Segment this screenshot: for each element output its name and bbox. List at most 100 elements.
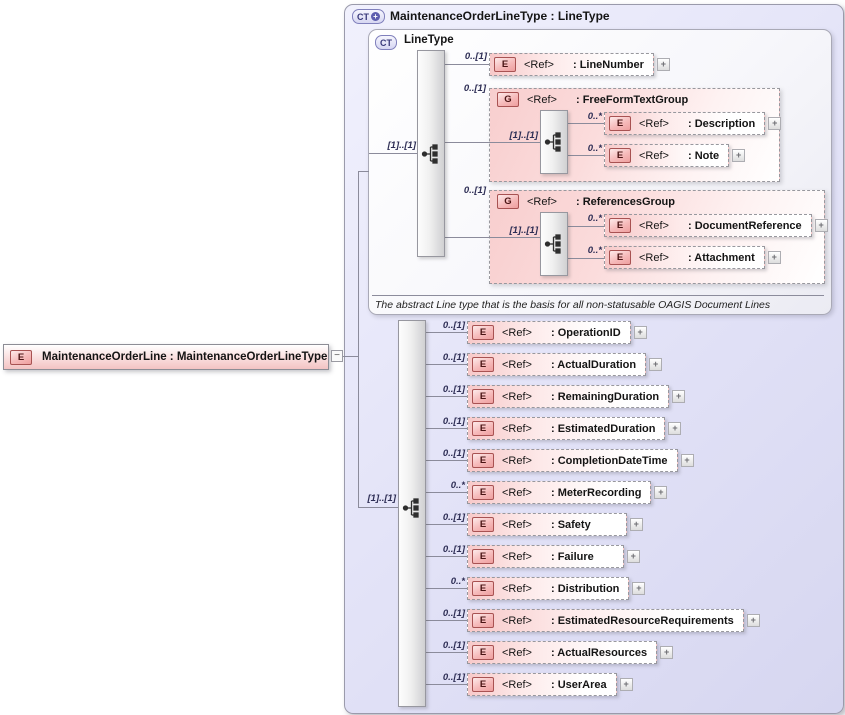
element-box-actualresources[interactable]: E <Ref> : ActualResources [467, 641, 658, 664]
expand-icon[interactable]: + [680, 454, 694, 467]
sequence-compositor[interactable] [540, 212, 568, 276]
ref-label: <Ref> [502, 358, 532, 371]
ref-label: <Ref> [502, 422, 532, 435]
connector-line [358, 171, 369, 172]
expand-icon[interactable]: + [746, 614, 760, 627]
expand-icon[interactable]: + [814, 219, 828, 232]
element-box-failure[interactable]: E <Ref> : Failure [467, 545, 624, 568]
element-row-attachment: E <Ref> : Attachment + [604, 246, 781, 269]
element-row-estimatedduration: E <Ref> : EstimatedDuration + [467, 417, 682, 440]
expand-icon[interactable]: + [633, 326, 647, 339]
element-name: : LineNumber [572, 58, 644, 71]
expand-icon[interactable]: + [732, 149, 746, 162]
element-box-remainingduration[interactable]: E <Ref> : RemainingDuration [467, 385, 670, 408]
ref-label: <Ref> [502, 646, 532, 659]
cardinality-label: 0..[1] [442, 640, 465, 651]
element-badge: E [472, 549, 494, 564]
expand-icon[interactable]: + [767, 251, 781, 264]
element-box-safety[interactable]: E <Ref> : Safety [467, 513, 627, 536]
expand-icon[interactable]: + [632, 582, 646, 595]
expand-icon[interactable]: + [656, 58, 670, 71]
cardinality-label: 0..* [587, 213, 602, 224]
expand-icon[interactable]: + [768, 117, 782, 130]
element-box-linenumber[interactable]: E <Ref> : LineNumber [489, 53, 654, 76]
sequence-compositor[interactable] [398, 320, 426, 707]
element-name: : CompletionDateTime [550, 454, 668, 467]
element-name: : RemainingDuration [550, 390, 660, 403]
root-element-box[interactable]: E MaintenanceOrderLine : MaintenanceOrde… [3, 344, 329, 370]
expand-icon[interactable]: + [626, 550, 640, 563]
connector-line [424, 684, 467, 685]
expand-icon[interactable]: + [672, 390, 686, 403]
connector-line [424, 652, 467, 653]
complex-type-badge-label: CT [357, 11, 369, 22]
element-badge: E [472, 325, 494, 340]
connector-line [424, 556, 467, 557]
expand-icon[interactable]: + [629, 518, 643, 531]
element-badge: E [609, 250, 631, 265]
element-name: : Attachment [687, 251, 755, 264]
connector-line [424, 332, 467, 333]
base-type-badge: CT [375, 35, 397, 50]
annotation-divider [372, 295, 824, 296]
element-box-actualduration[interactable]: E <Ref> : ActualDuration [467, 353, 647, 376]
ref-label: <Ref> [524, 58, 554, 71]
element-box-estimatedresourcerequirements[interactable]: E <Ref> : EstimatedResourceRequirements [467, 609, 744, 632]
expand-icon[interactable]: + [660, 646, 674, 659]
expand-icon[interactable]: + [619, 678, 633, 691]
element-row-estimatedresourcerequirements: E <Ref> : EstimatedResourceRequirements … [467, 609, 760, 632]
connector-line [443, 64, 489, 65]
connector-line [566, 123, 604, 124]
connector-line [358, 171, 359, 507]
sequence-icon [544, 234, 561, 254]
element-box-estimatedduration[interactable]: E <Ref> : EstimatedDuration [467, 417, 666, 440]
element-box-distribution[interactable]: E <Ref> : Distribution [467, 577, 630, 600]
sequence-compositor[interactable] [417, 50, 445, 257]
ref-label: <Ref> [639, 251, 669, 264]
element-badge: E [472, 357, 494, 372]
element-row-meterrecording: E <Ref> : MeterRecording + [467, 481, 668, 504]
element-name: : Note [687, 149, 720, 162]
expand-icon[interactable]: + [654, 486, 668, 499]
element-box-attachment[interactable]: E <Ref> : Attachment [604, 246, 765, 269]
element-box-userarea[interactable]: E <Ref> : UserArea [467, 673, 617, 696]
ref-label: <Ref> [502, 326, 532, 339]
ref-label: <Ref> [502, 518, 532, 531]
expand-icon[interactable]: + [668, 422, 682, 435]
cardinality-label: 0..[1] [442, 608, 465, 619]
element-box-description[interactable]: E <Ref> : Description [604, 112, 766, 135]
group-header-freeformtextgroup: G <Ref> : FreeFormTextGroup [497, 92, 688, 107]
base-type-title: LineType [404, 34, 454, 46]
element-badge: E [472, 453, 494, 468]
element-box-completiondatetime[interactable]: E <Ref> : CompletionDateTime [467, 449, 678, 472]
ref-label: <Ref> [502, 582, 532, 595]
element-badge: E [472, 581, 494, 596]
cardinality-label: 0..* [587, 111, 602, 122]
element-row-note: E <Ref> : Note + [604, 144, 746, 167]
ref-label: <Ref> [502, 486, 532, 499]
element-badge: E [472, 421, 494, 436]
element-box-note[interactable]: E <Ref> : Note [604, 144, 730, 167]
group-name: : FreeFormTextGroup [575, 93, 689, 106]
element-name: : MeterRecording [550, 486, 642, 499]
element-box-operationid[interactable]: E <Ref> : OperationID [467, 321, 631, 344]
cardinality-label: 0..[1] [442, 352, 465, 363]
element-box-meterrecording[interactable]: E <Ref> : MeterRecording [467, 481, 652, 504]
element-box-documentreference[interactable]: E <Ref> : DocumentReference [604, 214, 812, 237]
cardinality-label: 0..* [587, 143, 602, 154]
element-row-operationid: E <Ref> : OperationID + [467, 321, 647, 344]
cardinality-label: 0..[1] [464, 51, 487, 62]
connector-line [424, 588, 467, 589]
ref-label: <Ref> [639, 149, 669, 162]
expand-icon[interactable]: + [649, 358, 663, 371]
element-row-failure: E <Ref> : Failure + [467, 545, 640, 568]
ref-label: <Ref> [502, 390, 532, 403]
ref-label: <Ref> [502, 614, 532, 627]
element-name: : OperationID [550, 326, 621, 339]
group-box-freeformtextgroup[interactable] [489, 88, 780, 182]
ref-label: <Ref> [527, 93, 557, 106]
sequence-compositor[interactable] [540, 110, 568, 174]
element-row-linenumber: E <Ref> : LineNumber + [489, 53, 670, 76]
element-row-userarea: E <Ref> : UserArea + [467, 673, 633, 696]
collapse-icon[interactable]: − [331, 350, 343, 362]
